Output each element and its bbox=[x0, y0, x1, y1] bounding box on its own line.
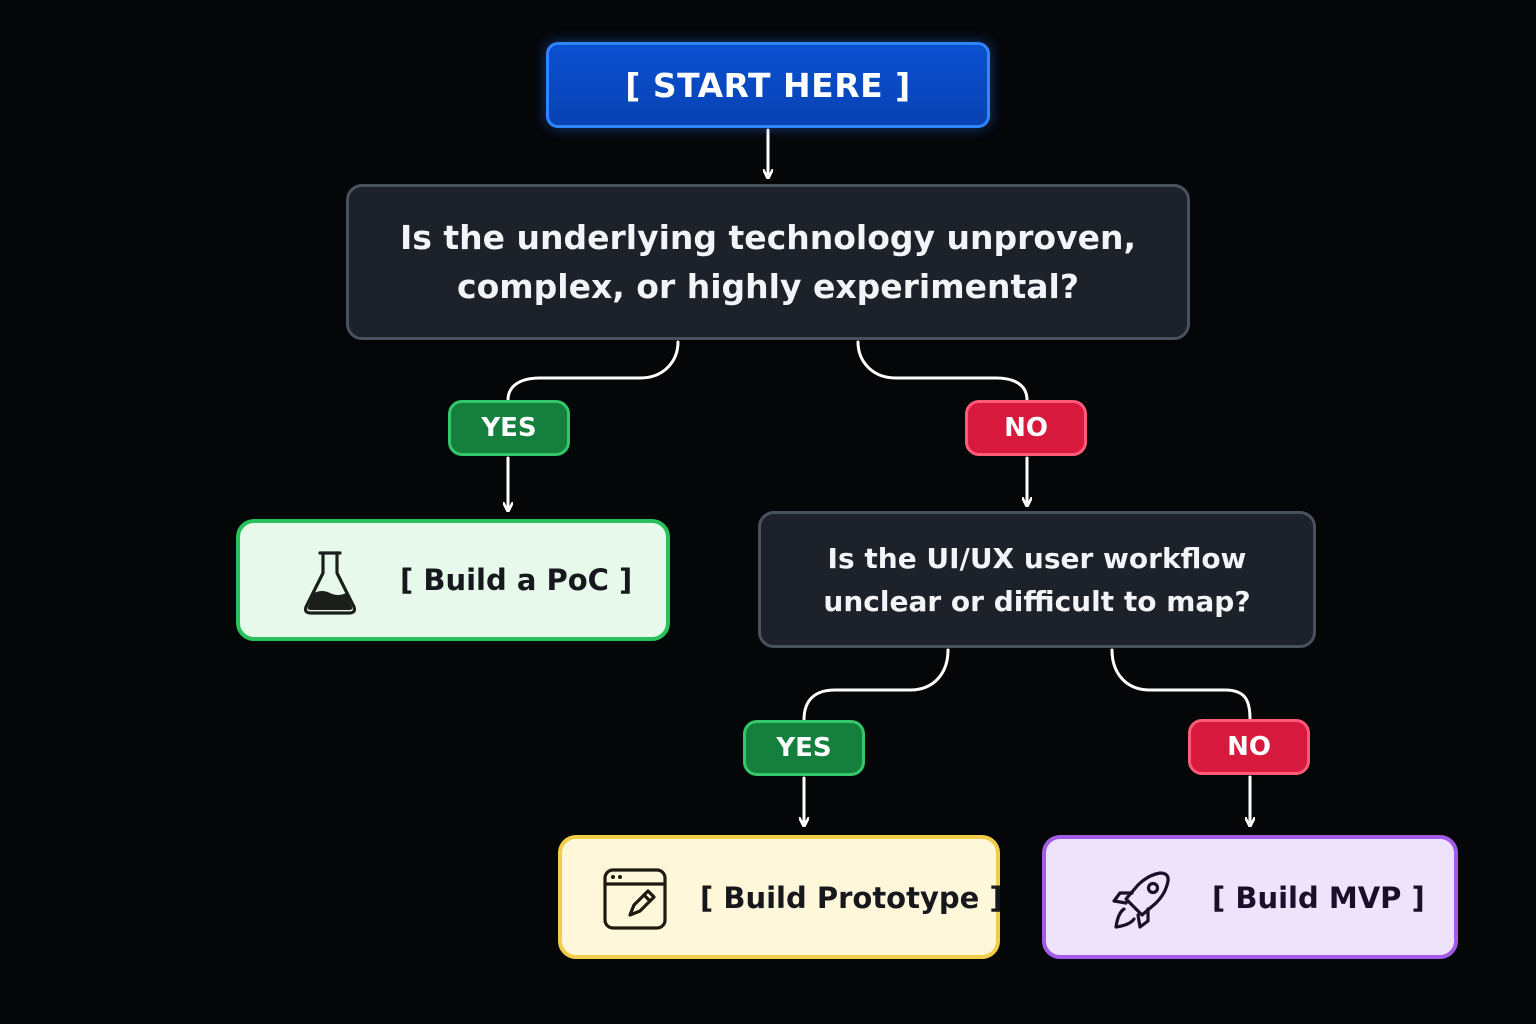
outcome-build-poc: [ Build a PoC ] bbox=[236, 519, 670, 641]
start-node: [ START HERE ] bbox=[546, 42, 990, 128]
no-badge-technology: NO bbox=[965, 400, 1087, 456]
question-workflow-line1: Is the UI/UX user workflow bbox=[827, 541, 1247, 575]
yes-label: YES bbox=[481, 413, 537, 443]
line-q1-to-yes bbox=[506, 340, 680, 402]
yes-badge-technology: YES bbox=[448, 400, 570, 456]
outcome-prototype-label: [ Build Prototype ] bbox=[700, 881, 1003, 915]
start-label: [ START HERE ] bbox=[625, 65, 911, 105]
flask-icon bbox=[303, 551, 357, 615]
no-label: NO bbox=[1004, 413, 1048, 443]
browser-edit-icon bbox=[603, 868, 667, 930]
line-q2-to-no bbox=[1110, 648, 1252, 721]
line-q1-to-no bbox=[856, 340, 1029, 402]
outcome-poc-label: [ Build a PoC ] bbox=[400, 563, 633, 597]
outcome-build-mvp: [ Build MVP ] bbox=[1042, 835, 1458, 959]
question-workflow-node: Is the UI/UX user workflow unclear or di… bbox=[758, 511, 1316, 648]
no-badge-workflow: NO bbox=[1188, 719, 1310, 775]
yes-label: YES bbox=[776, 733, 832, 763]
no-label: NO bbox=[1227, 732, 1271, 762]
outcome-mvp-label: [ Build MVP ] bbox=[1212, 881, 1425, 915]
line-q2-to-yes bbox=[802, 648, 950, 722]
question-technology-node: Is the underlying technology unproven, c… bbox=[346, 184, 1190, 340]
rocket-icon bbox=[1112, 871, 1170, 929]
outcome-build-prototype: [ Build Prototype ] bbox=[558, 835, 1003, 959]
question-technology-line1: Is the underlying technology unproven, bbox=[399, 218, 1136, 257]
question-technology-line2: complex, or highly experimental? bbox=[457, 267, 1079, 306]
yes-badge-workflow: YES bbox=[743, 720, 865, 776]
question-workflow-line2: unclear or difficult to map? bbox=[823, 584, 1251, 618]
